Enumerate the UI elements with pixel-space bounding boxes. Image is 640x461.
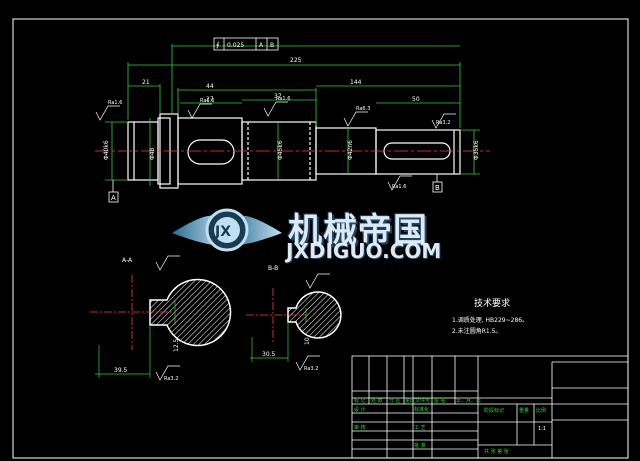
dim-37: 37 xyxy=(274,93,282,100)
roughness-2: Ra1.6 xyxy=(200,98,214,104)
section-a-dim-v: 12.5 xyxy=(173,338,180,352)
roughness-symbols: Ra1.6 Ra1.6 Ra1.6 Ra6.3 Ra1.6 Ra3.2 xyxy=(95,96,456,191)
tb-label-mark: 标 记 xyxy=(354,397,366,404)
tb-cell-approve: 批 准 xyxy=(414,442,426,449)
section-a-roughness: Ra3.2 xyxy=(164,376,178,382)
tb-label-change: 更改文件号 xyxy=(405,397,430,404)
watermark-emblem: JX xyxy=(214,224,231,240)
dim-21: 21 xyxy=(142,79,150,86)
tb-cell-review: 审 核 xyxy=(354,424,366,431)
sheet-border xyxy=(12,18,629,459)
dim-fit-right: Φ35k6 xyxy=(473,140,480,160)
section-b-label: B-B xyxy=(268,265,278,272)
tb-label-date: 年、月、日 xyxy=(456,397,481,404)
watermark-title: 机械帝国 xyxy=(288,211,428,251)
tech-title: 技术要求 xyxy=(474,297,510,309)
datum-b-label: B xyxy=(435,184,440,192)
tolerance-symbol: ∮ xyxy=(216,41,220,49)
dim-44: 44 xyxy=(206,83,214,90)
tb-label-count: 处 数 xyxy=(371,397,383,404)
dimension-texts: 225 21 44 27 37 144 50 Φ40k6 Φ48 Φ45k6 Φ… xyxy=(103,57,480,160)
roughness-4: Ra6.3 xyxy=(356,106,370,112)
roughness-6: Ra3.2 xyxy=(436,120,450,126)
title-block xyxy=(351,355,629,459)
tolerance-datum-b: B xyxy=(270,42,274,49)
section-a-dim-h: 39.5 xyxy=(114,367,128,374)
title-block-text: 标 记 处 数 分 区 更改文件号 签 名 年、月、日 设 计 标准化 审 核 … xyxy=(354,397,546,455)
tb-cell-design: 设 计 xyxy=(354,406,366,413)
dim-overall: 225 xyxy=(290,57,302,64)
tech-note-2: 2.未注圆角R1.5。 xyxy=(452,327,501,335)
tb-cell-process: 工 艺 xyxy=(414,425,426,431)
watermark-logo: JX xyxy=(172,208,282,252)
tolerance-datum-a: A xyxy=(259,42,264,49)
tolerance-value: 0.025 xyxy=(227,42,244,49)
tb-cell-standard: 标准化 xyxy=(414,406,429,413)
tech-note-1: 1.调质处理, HB229~286。 xyxy=(452,316,528,324)
section-b: B-B 30.5 10 Ra3.2 xyxy=(246,265,342,372)
dim-27: 27 xyxy=(206,96,214,103)
section-a-label: A-A xyxy=(122,257,133,264)
watermark-url: JXDIGUO.COM xyxy=(286,239,442,263)
tb-stage-label: 阶段标记 xyxy=(484,407,504,414)
dim-144: 144 xyxy=(350,79,362,86)
roughness-5: Ra1.6 xyxy=(392,184,406,190)
datum-a-label: A xyxy=(111,194,116,202)
dim-fit-left: Φ40k6 xyxy=(103,140,110,160)
dim-50: 50 xyxy=(412,96,420,103)
tb-label-sign: 签 名 xyxy=(434,397,446,404)
section-b-dim-v: 10 xyxy=(304,337,311,345)
tb-label-zone: 分 区 xyxy=(389,397,401,404)
dim-fit-42: Φ42n6 xyxy=(347,140,354,160)
dimension-lines xyxy=(105,44,480,186)
datum-markers: A B xyxy=(108,174,443,203)
section-a: A-A 39.5 12.5 Ra3.2 xyxy=(90,255,232,382)
dim-fit-mid: Φ45k6 xyxy=(277,140,284,160)
tolerance-frame: ∮ 0.025 A B xyxy=(213,37,279,51)
roughness-3: Ra1.6 xyxy=(276,96,290,102)
roughness-1: Ra1.6 xyxy=(108,100,122,106)
tb-sheet-label: 共 张 第 张 xyxy=(484,448,509,455)
tb-scale-value: 1:1 xyxy=(538,426,546,432)
dim-fit-48: Φ48 xyxy=(149,147,156,160)
tb-scale-label: 比例 xyxy=(536,407,546,414)
tb-weight-label: 重量 xyxy=(519,407,529,414)
technical-notes: 技术要求 1.调质处理, HB229~286。 2.未注圆角R1.5。 xyxy=(452,297,528,335)
section-b-dim-h: 30.5 xyxy=(262,351,276,358)
section-b-roughness: Ra3.2 xyxy=(304,366,318,372)
